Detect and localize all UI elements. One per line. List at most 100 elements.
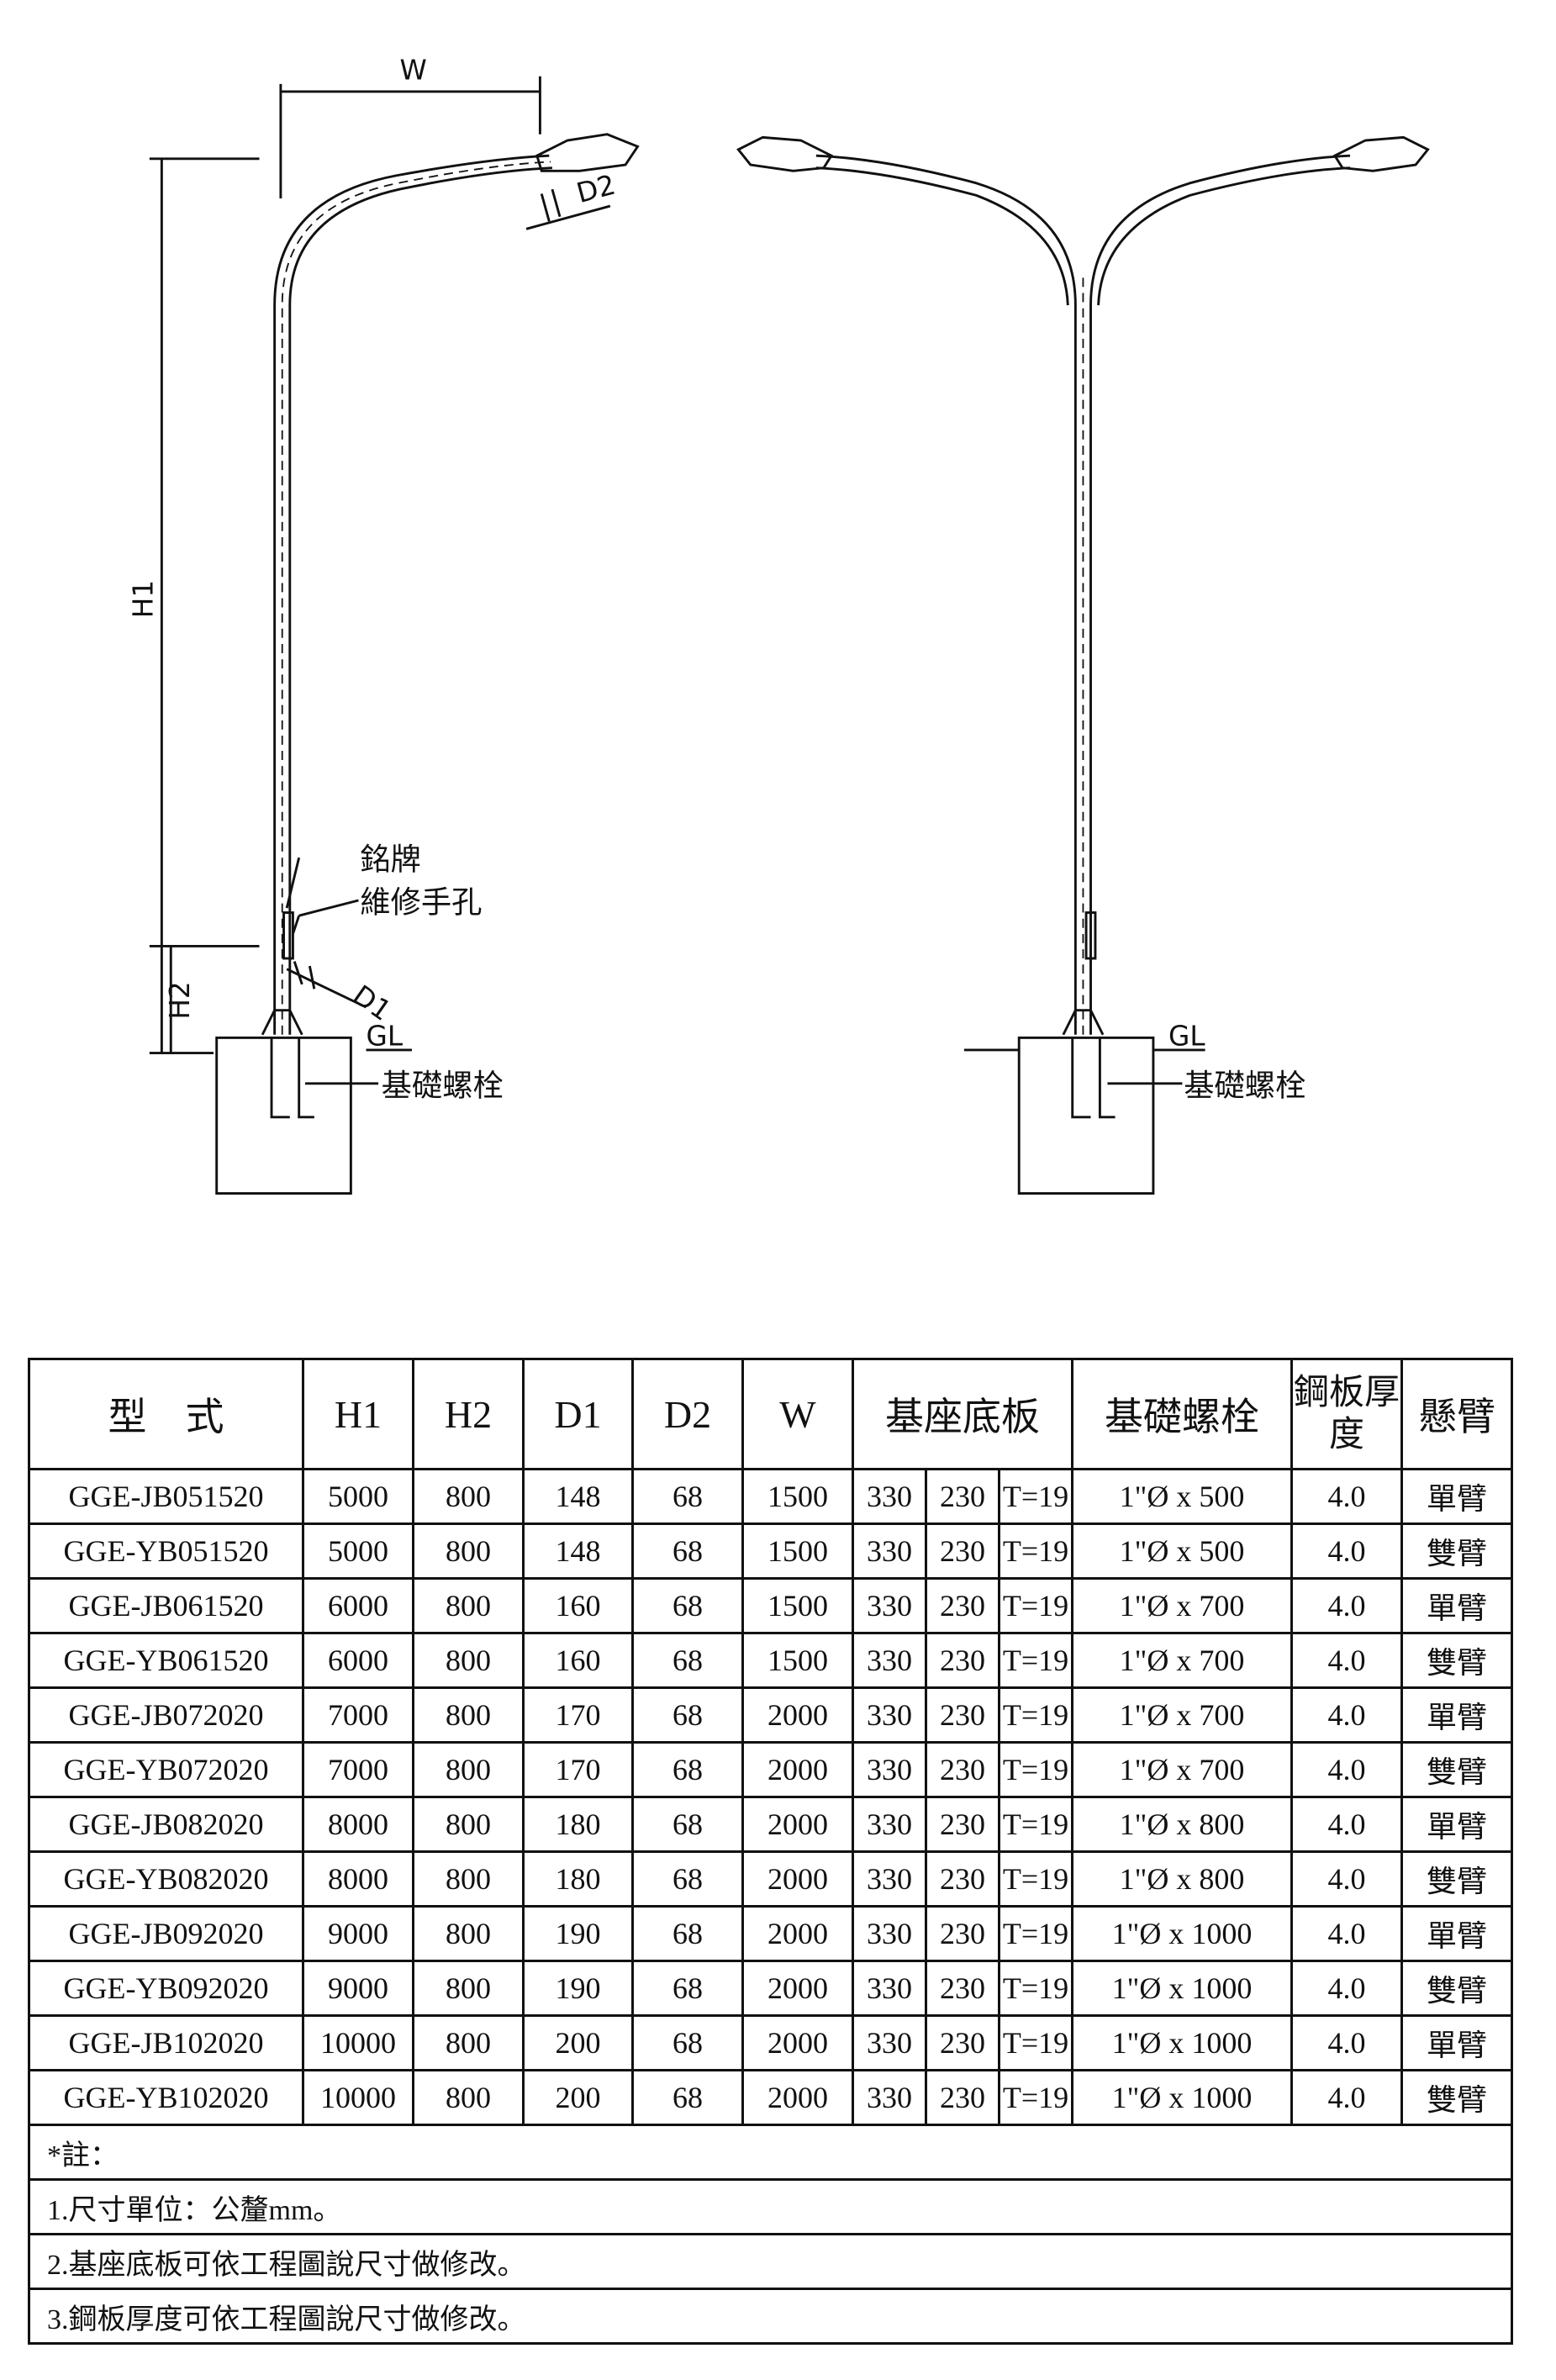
cell-base-plate-b: 230 [925, 1577, 1000, 1634]
cell-model: GGE-YB061520 [28, 1632, 304, 1689]
cell-w: 2000 [741, 2014, 854, 2071]
cell-model: GGE-YB102020 [28, 2069, 304, 2126]
cell-base-plate-t: T=19 [997, 1850, 1074, 1908]
cell-w: 1500 [741, 1577, 854, 1634]
cell-arm: 單臂 [1400, 1577, 1514, 1634]
cell-h1: 7000 [302, 1686, 414, 1744]
double-arm-pole [736, 135, 1430, 1195]
header-d2: D2 [631, 1358, 744, 1470]
cell-d2: 68 [631, 2014, 744, 2071]
cell-h2: 800 [412, 1741, 525, 1798]
cell-w: 2000 [741, 1741, 854, 1798]
cell-d2: 68 [631, 1741, 744, 1798]
cell-model: GGE-YB072020 [28, 1741, 304, 1798]
cell-base-plate-t: T=19 [997, 1686, 1074, 1744]
cell-d1: 160 [522, 1577, 634, 1634]
cell-anchor-bolt: 1"Ø x 800 [1071, 1796, 1294, 1853]
cell-w: 2000 [741, 1850, 854, 1908]
cell-model: GGE-JB092020 [28, 1905, 304, 1962]
cell-base-plate-t: T=19 [997, 2069, 1074, 2126]
lamp-head-left [736, 135, 834, 172]
note-text: 2.基座底板可依工程圖說尺寸做修改。 [27, 2233, 1514, 2290]
cell-anchor-bolt: 1"Ø x 1000 [1071, 1960, 1294, 2017]
concrete-foundation-right [1017, 1036, 1155, 1195]
cell-h1: 6000 [302, 1577, 414, 1634]
concrete-foundation [215, 1036, 352, 1195]
cell-h1: 10000 [302, 2014, 414, 2071]
cell-w: 1500 [741, 1632, 854, 1689]
cell-h2: 800 [412, 1632, 525, 1689]
cell-base-plate-a: 330 [852, 1577, 927, 1634]
cell-steel-thickness: 4.0 [1290, 1632, 1404, 1689]
cell-h1: 8000 [302, 1796, 414, 1853]
cell-base-plate-b: 230 [925, 1850, 1000, 1908]
cell-d1: 180 [522, 1850, 634, 1908]
cell-d2: 68 [631, 1632, 744, 1689]
cell-base-plate-a: 330 [852, 1905, 927, 1962]
cell-arm: 單臂 [1400, 1686, 1514, 1744]
cell-w: 1500 [741, 1522, 854, 1580]
cell-anchor-bolt: 1"Ø x 500 [1071, 1522, 1294, 1580]
cell-d1: 160 [522, 1632, 634, 1689]
cell-base-plate-a: 330 [852, 2069, 927, 2126]
cell-model: GGE-YB082020 [28, 1850, 304, 1908]
label-gl: GL [367, 1020, 404, 1052]
table-header-row: 型 式 H1 H2 D1 D2 W 基座底板 基礎螺栓 鋼板厚度 懸臂 [28, 1358, 1514, 1470]
cell-anchor-bolt: 1"Ø x 1000 [1071, 1905, 1294, 1962]
cell-arm: 單臂 [1400, 1468, 1514, 1525]
note-row: 1.尺寸單位：公釐mm。 [27, 2178, 1514, 2235]
cell-h1: 9000 [302, 1905, 414, 1962]
cell-d2: 68 [631, 1960, 744, 2017]
header-w: W [741, 1358, 854, 1470]
note-row: 3.鋼板厚度可依工程圖說尺寸做修改。 [27, 2288, 1514, 2345]
cell-model: GGE-JB102020 [28, 2014, 304, 2071]
cell-base-plate-t: T=19 [997, 1796, 1074, 1853]
dim-label-h2: H2 [164, 981, 196, 1019]
street-light-pole-drawing: W D2 H1 H2 D1 銘牌 維修手孔 GL 基礎螺栓 GL 基礎螺栓 [127, 54, 1430, 1195]
cell-d1: 190 [522, 1960, 634, 2017]
cell-arm: 雙臂 [1400, 2069, 1514, 2126]
cell-base-plate-t: T=19 [997, 1468, 1074, 1525]
lamp-head [535, 133, 640, 172]
cell-steel-thickness: 4.0 [1290, 2014, 1404, 2071]
cell-base-plate-t: T=19 [997, 1522, 1074, 1580]
cell-base-plate-t: T=19 [997, 1577, 1074, 1634]
cell-base-plate-a: 330 [852, 1522, 927, 1580]
cell-arm: 雙臂 [1400, 1960, 1514, 2017]
cell-base-plate-b: 230 [925, 1686, 1000, 1744]
header-arm: 懸臂 [1400, 1358, 1514, 1470]
cell-base-plate-a: 330 [852, 1686, 927, 1744]
cell-d2: 68 [631, 1468, 744, 1525]
cell-steel-thickness: 4.0 [1290, 1960, 1404, 2017]
cell-anchor-bolt: 1"Ø x 700 [1071, 1686, 1294, 1744]
cell-d2: 68 [631, 1905, 744, 1962]
cell-arm: 雙臂 [1400, 1522, 1514, 1580]
header-anchor-bolt: 基礎螺栓 [1071, 1358, 1294, 1470]
cell-steel-thickness: 4.0 [1290, 1741, 1404, 1798]
cell-base-plate-b: 230 [925, 1960, 1000, 2017]
cell-base-plate-b: 230 [925, 1741, 1000, 1798]
cell-d2: 68 [631, 1850, 744, 1908]
lamp-head-right [1332, 135, 1430, 172]
cell-steel-thickness: 4.0 [1290, 1468, 1404, 1525]
cell-arm: 單臂 [1400, 1905, 1514, 1962]
cell-anchor-bolt: 1"Ø x 700 [1071, 1632, 1294, 1689]
cell-h1: 5000 [302, 1522, 414, 1580]
dim-label-w: W [399, 54, 426, 86]
cell-model: GGE-JB051520 [28, 1468, 304, 1525]
cell-anchor-bolt: 1"Ø x 500 [1071, 1468, 1294, 1525]
cell-base-plate-t: T=19 [997, 1632, 1074, 1689]
cell-base-plate-a: 330 [852, 1468, 927, 1525]
cell-base-plate-a: 330 [852, 1632, 927, 1689]
cell-arm: 雙臂 [1400, 1741, 1514, 1798]
cell-arm: 單臂 [1400, 2014, 1514, 2071]
cell-base-plate-t: T=19 [997, 2014, 1074, 2071]
cell-base-plate-t: T=19 [997, 1905, 1074, 1962]
